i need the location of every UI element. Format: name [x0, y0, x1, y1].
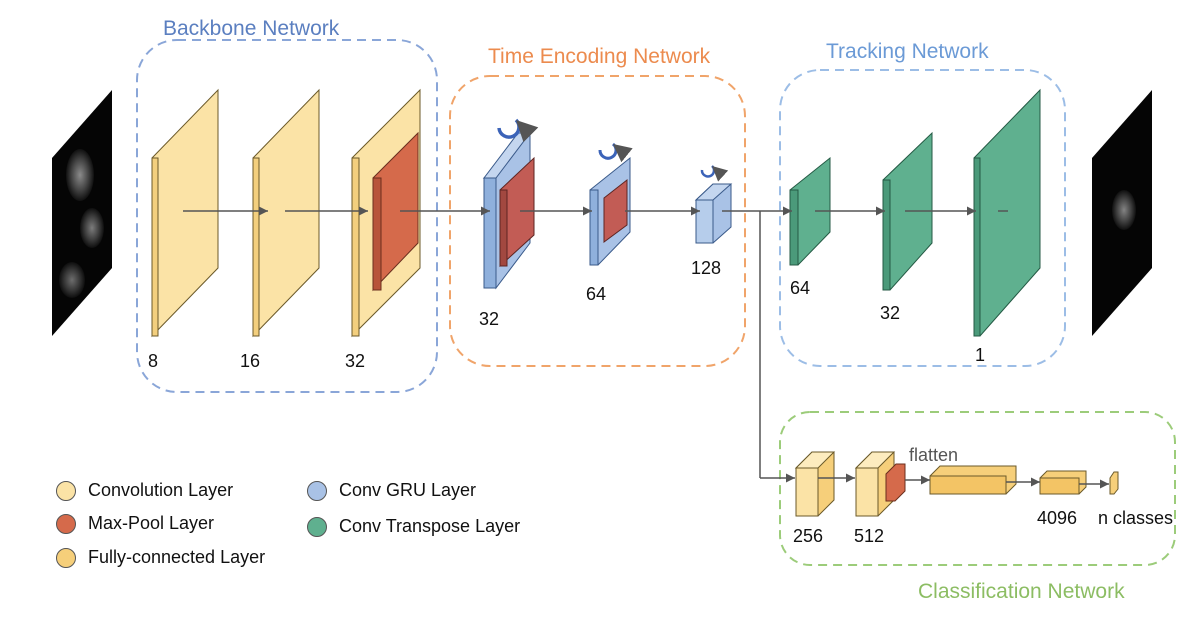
legend-label-convolution: Convolution Layer: [88, 480, 234, 500]
legend-label-maxpool: Max-Pool Layer: [88, 513, 215, 533]
class-fc-layer-flatten: [929, 465, 1017, 495]
dim-label-class-3: 4096: [1037, 508, 1077, 528]
backbone-network-title: Backbone Network: [163, 17, 340, 40]
legend-swatch-conv-transpose: [307, 516, 327, 537]
gru-layer-3: [694, 183, 733, 244]
dim-label-tracking-3: 1: [975, 345, 985, 365]
classification-network-box: [779, 411, 1176, 566]
backbone-conv-layer-2: [252, 88, 320, 338]
gru-maxpool-1: [499, 156, 535, 268]
legend-label-conv-gru: Conv GRU Layer: [339, 480, 477, 500]
legend-swatch-conv-gru: [307, 480, 327, 501]
backbone-conv-layer-1: [151, 88, 219, 338]
legend-item-fully-connected: Fully-connected Layer: [56, 547, 265, 568]
gru-maxpool-2: [603, 178, 628, 243]
dim-label-class-1: 256: [793, 526, 823, 546]
dim-label-time-2: 64: [586, 284, 606, 304]
input-image: [52, 90, 112, 336]
class-fc-layer-n-classes: [1109, 471, 1119, 495]
time-encoding-network-title: Time Encoding Network: [488, 45, 711, 68]
dim-label-backbone-3: 32: [345, 351, 365, 371]
legend-label-conv-transpose: Conv Transpose Layer: [339, 516, 521, 536]
classification-network-title: Classification Network: [918, 580, 1125, 603]
dim-label-backbone-1: 8: [148, 351, 158, 371]
legend-item-convolution: Convolution Layer: [56, 480, 233, 501]
legend-swatch-fully-connected: [56, 547, 76, 568]
tracking-network-box: [779, 69, 1066, 367]
dim-label-class-2: 512: [854, 526, 884, 546]
transpose-layer-1: [789, 156, 831, 266]
dim-label-class-4: n classes: [1098, 508, 1173, 528]
legend-swatch-convolution: [56, 480, 76, 501]
backbone-network-box: [136, 39, 438, 393]
tracking-network-title: Tracking Network: [826, 40, 989, 63]
legend-swatch-maxpool: [56, 513, 76, 534]
class-flow-arrows: [818, 473, 1109, 489]
main-flow-arrows: [183, 206, 1008, 483]
dim-label-time-3: 128: [691, 258, 721, 278]
gru-recurrence-icon-1: [497, 118, 539, 143]
legend-item-maxpool: Max-Pool Layer: [56, 513, 214, 534]
output-image: [1092, 90, 1152, 336]
dim-label-tracking-1: 64: [790, 278, 810, 298]
legend-item-conv-gru: Conv GRU Layer: [307, 480, 476, 501]
backbone-maxpool-layer: [372, 131, 419, 292]
transpose-layer-3: [973, 88, 1041, 337]
class-conv-layer-512: [854, 451, 896, 517]
dim-label-tracking-2: 32: [880, 303, 900, 323]
flatten-label: flatten: [909, 445, 958, 465]
legend-label-fully-connected: Fully-connected Layer: [88, 547, 266, 567]
dim-label-backbone-2: 16: [240, 351, 260, 371]
class-conv-layer-256: [794, 451, 836, 517]
gru-recurrence-icon-3: [700, 165, 729, 182]
class-fc-layer-4096: [1039, 470, 1087, 495]
dim-label-time-1: 32: [479, 309, 499, 329]
class-maxpool-layer: [885, 463, 906, 502]
gru-recurrence-icon-2: [598, 142, 633, 163]
legend-item-conv-transpose: Conv Transpose Layer: [307, 516, 520, 537]
time-encoding-network-box: [449, 75, 746, 367]
